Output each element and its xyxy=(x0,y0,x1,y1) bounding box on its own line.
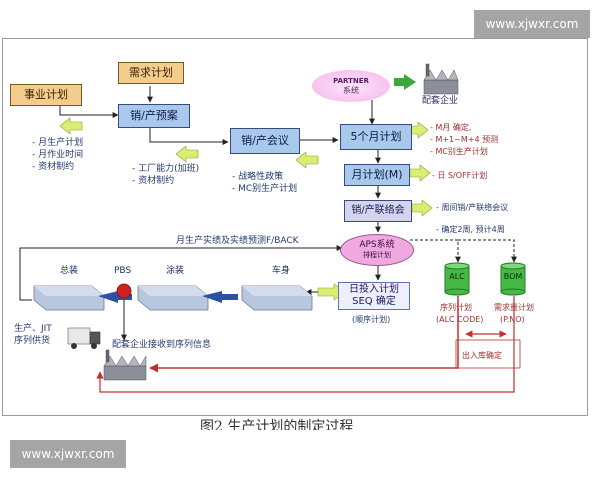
box-five-month-plan: 5个月计划 xyxy=(340,124,412,150)
db-bom-label: BOM xyxy=(503,272,523,281)
figure-caption: 图2 生产计划的制定过程 xyxy=(200,419,354,430)
box-sales-production-liaison: 销/产联络会 xyxy=(344,200,412,222)
green-arrow-5 xyxy=(409,164,431,182)
arrow-aps-to-alc xyxy=(410,239,461,263)
box-sales-production-plan: 销/产预案 xyxy=(118,104,190,128)
aps-line2: 排程计划 xyxy=(363,251,391,259)
note-inout: 出入库确定 xyxy=(462,351,502,360)
daily-input-line1: 日投入计划 xyxy=(349,284,399,295)
diagram-frame xyxy=(2,38,588,416)
db-alc-icon xyxy=(444,262,470,296)
note-strategy-1-text: 战略性政策 xyxy=(238,172,284,182)
note-strategy-2: - MC别生产计划 xyxy=(232,184,298,194)
note-pfno-2: (P.NO) xyxy=(500,315,525,324)
note-capacity-1: - 工厂能力(加班) xyxy=(132,164,200,174)
note-business-1-text: 月生产计划 xyxy=(38,138,84,148)
box-daily-input-plan: 日投入计划 SEQ 确定 xyxy=(338,282,410,310)
conveyor-body xyxy=(241,285,313,311)
conveyor-painting xyxy=(137,285,209,311)
note-strategy-2-text: MC别生产计划 xyxy=(238,184,298,194)
note-alc-2: (ALC CODE) xyxy=(436,315,484,324)
note-liaison-2-text: 确定2周, 预计4周 xyxy=(441,225,505,234)
factory-icon-bottom xyxy=(103,349,147,381)
note-5month-1-text: M月 确定, xyxy=(435,123,472,132)
note-strategy-1: - 战略性政策 xyxy=(232,172,284,182)
note-capacity-1-text: 工厂能力(加班) xyxy=(138,164,200,174)
green-arrow-partner xyxy=(394,74,416,90)
aps-system: APS系统 排程计划 xyxy=(340,234,414,266)
note-5month-1: - M月 确定, xyxy=(430,123,472,132)
line-label-painting: 涂装 xyxy=(166,266,185,276)
box-monthly-plan: 月计划(M) xyxy=(344,164,410,186)
note-shipping-1: 生产、JIT xyxy=(14,324,52,334)
note-liaison-1-text: 周间销/产联络会议 xyxy=(441,203,509,212)
partner-system: PARTNER 系统 xyxy=(312,70,390,102)
flow-arrow-painting xyxy=(202,291,238,303)
watermark-bottom: www.xjwxr.com xyxy=(10,440,126,468)
box-sales-production-meeting: 销/产会议 xyxy=(230,128,300,154)
note-5month-3: - MC别生产计划 xyxy=(430,147,488,156)
note-business-2: - 月作业时间 xyxy=(32,150,84,160)
box-business-plan: 事业计划 xyxy=(10,84,82,106)
note-liaison-2: - 确定2周, 预计4周 xyxy=(436,225,505,234)
daily-input-line2: SEQ 确定 xyxy=(352,296,396,307)
note-alc-1: 序列计划 xyxy=(440,303,472,312)
arrow-aps-to-bom xyxy=(458,239,517,263)
note-receive-info: 配套企业接收到序列信息 xyxy=(112,340,212,350)
note-business-3-text: 资材制约 xyxy=(38,162,75,172)
note-feedback: 月生产实绩及实绩预测F/BACK xyxy=(176,236,299,246)
note-5month-3-text: MC别生产计划 xyxy=(435,147,488,156)
note-business-1: - 月生产计划 xyxy=(32,138,84,148)
green-arrow-1 xyxy=(59,117,83,135)
partner-line2: 系统 xyxy=(343,86,359,95)
db-bom: BOM xyxy=(500,262,526,296)
note-daily-soff-text: 日 S/OFF计划 xyxy=(437,171,488,180)
green-arrow-6 xyxy=(411,199,433,217)
note-business-2-text: 月作业时间 xyxy=(38,150,84,160)
feedback-line xyxy=(19,245,343,301)
factory-icon-top xyxy=(423,63,459,95)
db-bom-icon xyxy=(500,262,526,296)
note-liaison-1: - 周间销/产联络会议 xyxy=(436,203,509,212)
note-5month-2-text: M+1~M+4 预测 xyxy=(435,135,499,144)
line-label-assembly: 总装 xyxy=(60,266,79,276)
note-business-3: - 资材制约 xyxy=(32,162,75,172)
note-pfno-1: 需求量计划 xyxy=(494,303,534,312)
green-arrow-2 xyxy=(175,145,199,163)
note-capacity-2-text: 资材制约 xyxy=(138,176,175,186)
line-label-pbs: PBS xyxy=(114,266,132,276)
green-arrow-3 xyxy=(295,151,319,169)
red-loop-bom xyxy=(96,296,515,393)
note-sequence-plan: (顺序计划) xyxy=(352,315,391,324)
box-demand-plan: 需求计划 xyxy=(118,62,184,84)
note-shipping-2: 序列供货 xyxy=(14,336,51,346)
watermark-top: www.xjwxr.com xyxy=(474,10,590,38)
inout-border xyxy=(455,339,521,369)
db-alc-label: ALC xyxy=(449,272,465,281)
note-daily-soff: - 日 S/OFF计划 xyxy=(432,171,488,180)
truck-icon xyxy=(67,327,101,349)
conveyor-assembly xyxy=(33,285,105,311)
aps-line1: APS系统 xyxy=(359,240,395,250)
line-label-body: 车身 xyxy=(272,266,291,276)
pbs-dot xyxy=(116,283,132,299)
db-alc: ALC xyxy=(444,262,470,296)
arrow-plan-to-meeting xyxy=(149,128,229,145)
partner-company-label: 配套企业 xyxy=(422,96,459,106)
note-5month-2: - M+1~M+4 预测 xyxy=(430,135,499,144)
note-capacity-2: - 资材制约 xyxy=(132,176,175,186)
partner-line1: PARTNER xyxy=(333,77,369,85)
